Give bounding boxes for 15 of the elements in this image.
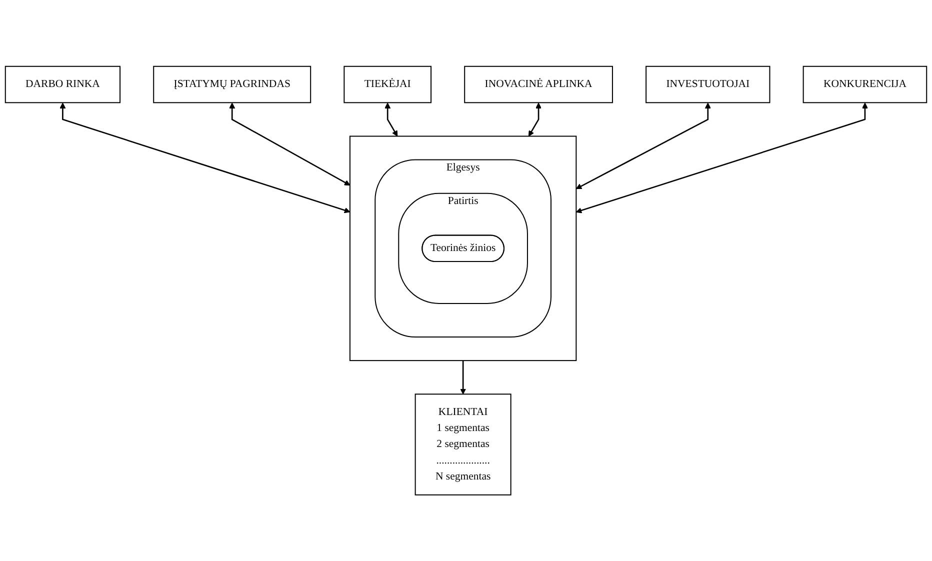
arrow xyxy=(460,360,466,394)
arrow xyxy=(60,102,350,213)
arrow xyxy=(576,102,868,214)
arrow xyxy=(528,102,542,136)
node-box: DARBO RINKA xyxy=(4,66,121,103)
cluster xyxy=(349,136,577,361)
arrow xyxy=(229,102,350,186)
node-box: ĮSTATYMŲ PAGRINDAS xyxy=(153,66,312,103)
node-box: KONKURENCIJA xyxy=(802,66,928,103)
arrow xyxy=(384,102,398,136)
node-box: TIEKĖJAI xyxy=(344,66,432,103)
node-box: INVESTUOTOJAI xyxy=(646,66,770,103)
node-box: KLIENTAI 1 segmentas 2 segmentas .................... N segmentas xyxy=(414,394,512,496)
arrow xyxy=(576,102,711,189)
node-box: INOVACINĖ APLINKA xyxy=(464,66,613,103)
